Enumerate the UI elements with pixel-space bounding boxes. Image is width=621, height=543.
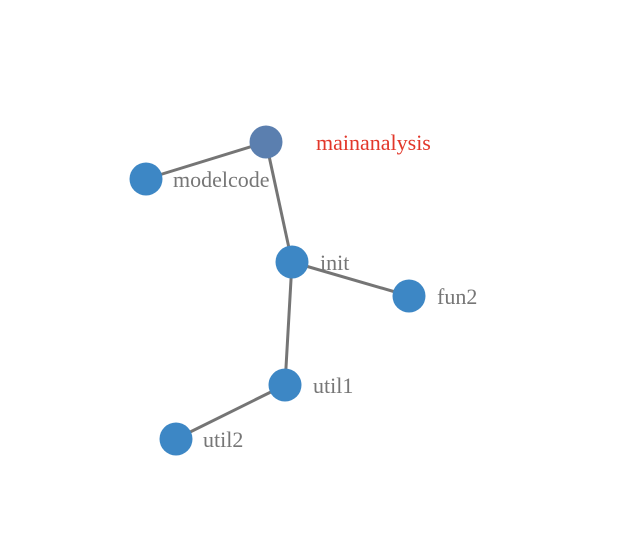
edge-util1-util2 [174,383,287,441]
node-fun2[interactable]: fun2 [392,279,478,313]
edge-init-fun2 [290,260,411,298]
node-circle-init[interactable] [275,245,309,279]
node-label-fun2: fun2 [437,284,477,309]
node-circle-util1[interactable] [268,368,302,402]
node-modelcode[interactable]: modelcode [129,162,270,196]
node-label-modelcode: modelcode [173,167,270,192]
node-mainanalysis[interactable]: mainanalysis [249,125,431,159]
node-circle-mainanalysis[interactable] [249,125,283,159]
edge-mainanalysis-modelcode [144,140,268,181]
node-circle-modelcode[interactable] [129,162,163,196]
node-util1[interactable]: util1 [268,368,354,402]
edge-init-util1 [283,260,294,387]
node-label-mainanalysis: mainanalysis [316,130,431,155]
edge-mainanalysis-init [264,140,294,264]
node-circle-fun2[interactable] [392,279,426,313]
node-label-util1: util1 [313,373,353,398]
nodes-layer: mainanalysis modelcode init fun2 util1 util2 [129,125,478,456]
node-label-init: init [320,250,349,275]
node-util2[interactable]: util2 [159,422,244,456]
edges-layer [144,140,411,441]
node-circle-util2[interactable] [159,422,193,456]
node-init[interactable]: init [275,245,350,279]
node-label-util2: util2 [203,427,243,452]
